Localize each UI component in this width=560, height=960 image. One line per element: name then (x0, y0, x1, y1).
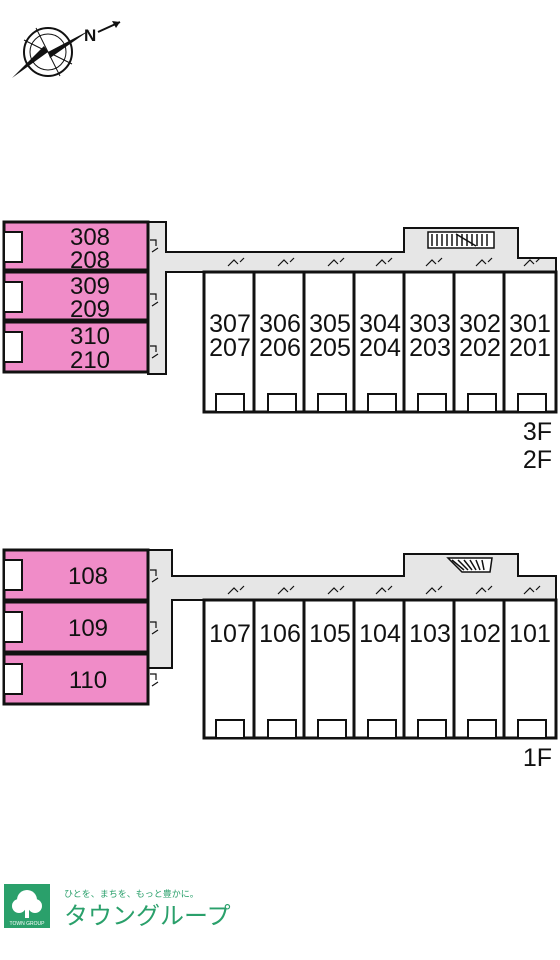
upper-pink-door-marks (150, 239, 159, 359)
upper-pink-unit: 308 208 (2, 220, 150, 274)
unit-label-104: 104 (359, 620, 401, 648)
logo-name: タウングループ (64, 902, 231, 930)
unit-label-107: 107 (209, 620, 251, 648)
unit-label-303: 303 (409, 310, 451, 338)
lower-unit-dividers (252, 600, 506, 738)
unit-label-105: 105 (309, 620, 351, 648)
lower-pink-unit: 108 (2, 548, 150, 602)
unit-label-206: 206 (259, 334, 301, 362)
lower-pink-door-marks (150, 569, 159, 687)
unit-label-108: 108 (68, 563, 108, 590)
upper-balconies (215, 393, 547, 413)
lower-pink-unit: 109 (2, 600, 150, 654)
unit-label-309: 309 (70, 273, 110, 300)
floor-label-1f: 1F (523, 744, 552, 772)
lower-units-block (202, 598, 558, 740)
upper-floor-plan: 308 208 309 209 310 210 (2, 220, 558, 474)
unit-label-101: 101 (509, 620, 551, 648)
upper-corridor (147, 221, 557, 375)
upper-unit-labels: 307 207 306 206 305 205 304 204 303 203 … (209, 310, 551, 362)
logo-mark-text: TOWN GROUP (10, 921, 46, 927)
lower-door-marks (227, 585, 541, 595)
unit-label-201: 201 (509, 334, 551, 362)
unit-label-102: 102 (459, 620, 501, 648)
unit-label-207: 207 (209, 334, 251, 362)
unit-label-305: 305 (309, 310, 351, 338)
upper-unit-dividers (252, 272, 506, 412)
lower-balconies (215, 719, 547, 739)
unit-label-307: 307 (209, 310, 251, 338)
upper-pink-unit: 309 209 (2, 270, 150, 323)
upper-units-block (202, 270, 558, 414)
unit-label-208: 208 (70, 247, 110, 274)
floor-label-3f: 3F (523, 418, 552, 446)
unit-label-204: 204 (359, 334, 401, 362)
upper-door-marks (227, 257, 541, 267)
logo-tagline: ひとを、まちを、もっと豊かに。 (64, 888, 199, 900)
unit-label-106: 106 (259, 620, 301, 648)
unit-label-103: 103 (409, 620, 451, 648)
compass-north-label: N (84, 26, 96, 45)
upper-stairs (427, 231, 495, 249)
unit-label-306: 306 (259, 310, 301, 338)
unit-label-308: 308 (70, 224, 110, 251)
upper-pink-unit: 310 210 (2, 320, 150, 374)
unit-label-302: 302 (459, 310, 501, 338)
unit-label-301: 301 (509, 310, 551, 338)
unit-label-202: 202 (459, 334, 501, 362)
unit-label-110: 110 (69, 667, 107, 694)
town-group-logo: TOWN GROUP ひとを、まちを、もっと豊かに。 タウングループ (4, 884, 231, 930)
unit-label-210: 210 (70, 347, 110, 374)
lower-corridor (147, 549, 557, 669)
unit-label-109: 109 (68, 615, 108, 642)
lower-floor-plan: 108 109 110 (2, 548, 558, 772)
unit-label-310: 310 (70, 323, 110, 350)
floor-label-2f: 2F (523, 446, 552, 474)
lower-pink-unit: 110 (2, 652, 150, 706)
unit-label-304: 304 (359, 310, 401, 338)
unit-label-203: 203 (409, 334, 451, 362)
lower-unit-labels: 107 106 105 104 103 102 101 (209, 620, 551, 648)
compass-icon: N (12, 21, 121, 78)
unit-label-209: 209 (70, 296, 110, 323)
lower-stairs (446, 557, 493, 573)
unit-label-205: 205 (309, 334, 351, 362)
